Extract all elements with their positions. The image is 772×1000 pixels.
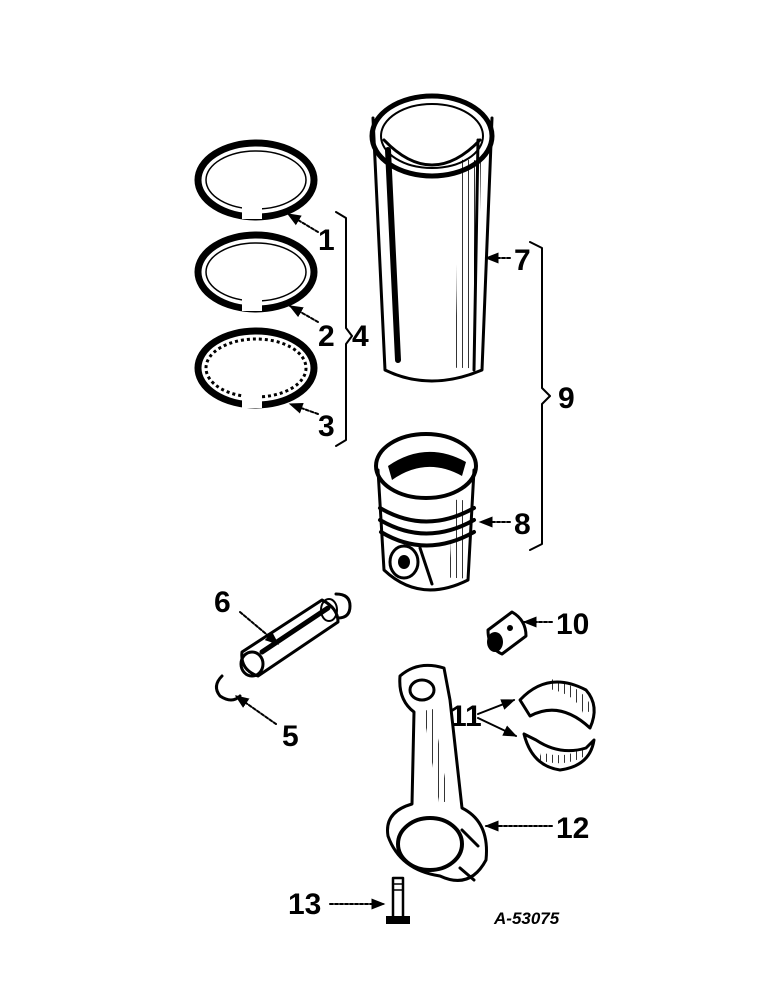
connecting-rod-bushing — [486, 610, 528, 656]
callout-8: 8 — [514, 508, 531, 541]
bearing-lower-shell — [522, 732, 596, 772]
piston-ring-3 — [194, 327, 318, 409]
connecting-rod-bolt — [386, 876, 410, 924]
callout-4: 4 — [352, 320, 369, 353]
callout-12: 12 — [556, 812, 589, 845]
piston — [374, 432, 478, 592]
bearing-upper-shell — [518, 679, 596, 730]
callout-2: 2 — [318, 320, 335, 353]
cylinder-sleeve — [369, 93, 495, 383]
callout-13: 13 — [288, 888, 321, 921]
piston-pin — [239, 598, 340, 678]
callout-5: 5 — [282, 720, 299, 753]
reference-code: A-53075 — [493, 909, 560, 928]
callout-7: 7 — [514, 244, 531, 277]
callout-11: 11 — [450, 700, 482, 733]
piston-ring-1 — [194, 139, 318, 221]
snap-ring-upper — [334, 592, 352, 620]
callout-1: 1 — [318, 224, 335, 257]
callout-6: 6 — [214, 586, 231, 619]
callout-3: 3 — [318, 410, 335, 443]
piston-ring-2 — [194, 231, 318, 313]
callout-10: 10 — [556, 608, 589, 641]
connecting-rod — [386, 663, 488, 882]
callout-9: 9 — [558, 382, 575, 415]
